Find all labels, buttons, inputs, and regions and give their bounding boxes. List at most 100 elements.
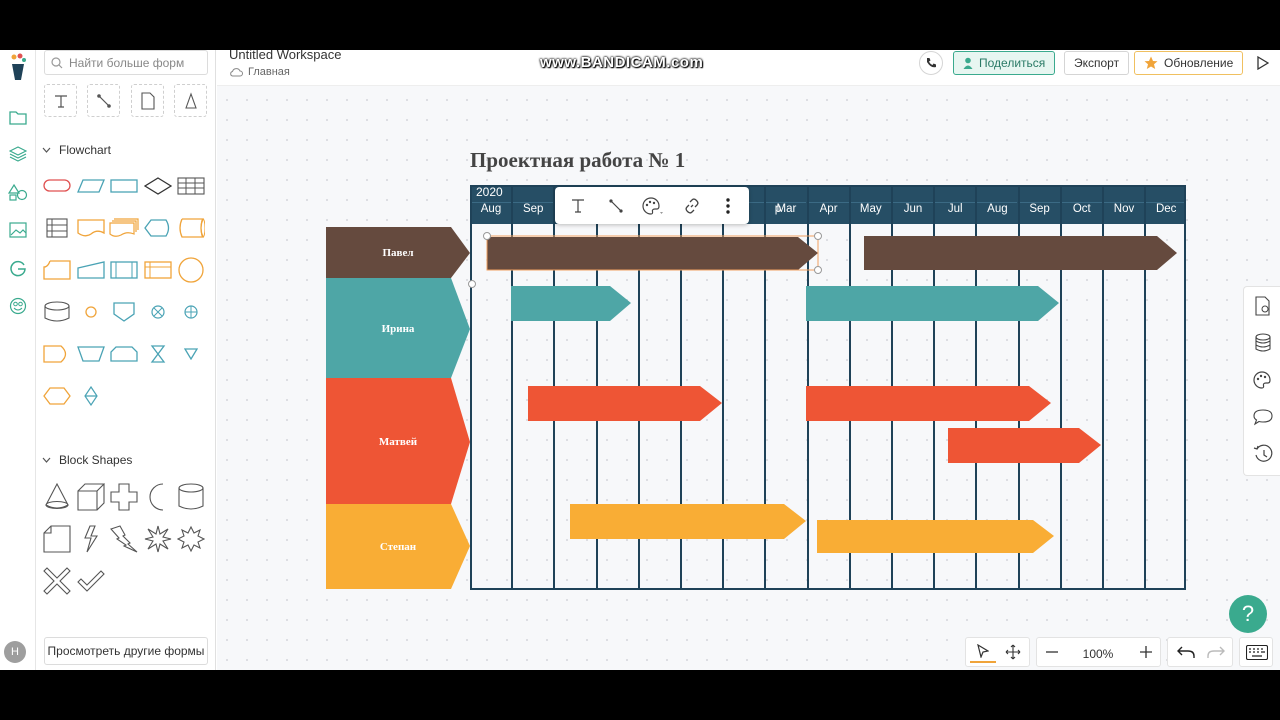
connector-circle-shape[interactable] xyxy=(176,257,206,283)
image-icon[interactable] xyxy=(5,217,31,243)
card-shape[interactable] xyxy=(42,258,72,282)
connector-icon xyxy=(96,93,111,108)
cylinder-shape[interactable] xyxy=(176,482,206,512)
google-icon[interactable] xyxy=(5,255,31,281)
page-settings-icon[interactable] xyxy=(1252,295,1274,317)
internal-storage-shape[interactable] xyxy=(42,216,72,240)
freehand-tool[interactable] xyxy=(174,84,207,117)
pan-mode-icon[interactable] xyxy=(1000,641,1026,663)
chevron-down-icon xyxy=(42,457,51,463)
diagram-title[interactable]: Проектная работа № 1 xyxy=(470,148,686,172)
internal-process-shape[interactable] xyxy=(143,258,173,282)
integration-icon[interactable] xyxy=(5,293,31,319)
search-input[interactable] xyxy=(69,55,199,70)
starburst-shape[interactable] xyxy=(176,524,206,554)
preparation-shape[interactable] xyxy=(42,384,72,408)
export-label: Экспорт xyxy=(1074,56,1120,70)
comment-icon[interactable] xyxy=(1252,406,1274,428)
small-circle-shape[interactable] xyxy=(76,300,106,324)
predefined-process-shape[interactable] xyxy=(109,258,139,282)
app-logo-icon[interactable] xyxy=(5,53,31,80)
zoom-in-icon[interactable] xyxy=(1137,643,1155,661)
layers-icon[interactable] xyxy=(5,141,31,167)
theme-icon[interactable] xyxy=(1252,369,1274,391)
zoom-out-icon[interactable] xyxy=(1043,643,1061,661)
breadcrumb[interactable]: Главная xyxy=(229,66,290,78)
text-icon xyxy=(54,94,67,108)
multi-document-shape[interactable] xyxy=(109,216,139,240)
merge-shape[interactable] xyxy=(176,342,206,366)
or-shape[interactable] xyxy=(176,300,206,324)
manual-operation-shape[interactable] xyxy=(76,342,106,366)
shapes-icon[interactable] xyxy=(5,179,31,205)
more-shapes-button[interactable]: Просмотреть другие формы xyxy=(44,637,208,665)
x-shape[interactable] xyxy=(42,566,72,596)
keyboard-button[interactable] xyxy=(1239,637,1273,667)
block-shapes-label: Block Shapes xyxy=(59,453,133,467)
shape-search[interactable] xyxy=(44,50,208,75)
top-bar: Untitled Workspace Главная www.BANDICAM.… xyxy=(217,50,1280,86)
shapes-panel: Flowchart Block Shapes xyxy=(36,50,216,670)
lightning-shape[interactable] xyxy=(76,524,106,554)
star-icon xyxy=(1144,56,1158,69)
canvas[interactable] xyxy=(217,50,1280,670)
history-icon[interactable] xyxy=(1252,443,1274,465)
folded-corner-shape[interactable] xyxy=(42,524,72,554)
more-options-icon[interactable] xyxy=(715,193,741,219)
checkmark-shape[interactable] xyxy=(76,566,106,596)
explosion-shape[interactable] xyxy=(143,524,173,554)
summing-junction-shape[interactable] xyxy=(143,300,173,324)
data-icon[interactable] xyxy=(1252,332,1274,354)
mode-controls xyxy=(965,637,1030,667)
export-button[interactable]: Экспорт xyxy=(1064,51,1130,75)
pen-icon xyxy=(184,91,197,109)
database-shape[interactable] xyxy=(42,300,72,324)
undo-icon[interactable] xyxy=(1174,642,1198,662)
link-icon[interactable] xyxy=(679,193,705,219)
folder-icon[interactable] xyxy=(5,104,31,130)
upgrade-label: Обновление xyxy=(1164,56,1234,70)
stored-data-shape[interactable] xyxy=(176,216,206,240)
phone-icon xyxy=(927,58,936,68)
redo-icon[interactable] xyxy=(1204,642,1228,662)
note-tool[interactable] xyxy=(131,84,164,117)
delay-shape[interactable] xyxy=(42,342,72,366)
display-shape[interactable] xyxy=(143,216,173,240)
loop-limit-shape[interactable] xyxy=(109,342,139,366)
cloud-icon xyxy=(230,68,243,77)
chevron-down-icon xyxy=(42,147,51,153)
line-icon[interactable] xyxy=(603,193,629,219)
terminator-shape[interactable] xyxy=(42,174,72,198)
avatar[interactable]: H xyxy=(4,641,26,663)
data-shape[interactable] xyxy=(76,174,106,198)
manual-input-shape[interactable] xyxy=(76,258,106,282)
process-shape[interactable] xyxy=(109,174,139,198)
cube-shape[interactable] xyxy=(76,482,106,512)
offpage-shape[interactable] xyxy=(109,300,139,324)
collate-shape[interactable] xyxy=(143,342,173,366)
decision-shape[interactable] xyxy=(143,174,173,198)
breadcrumb-label: Главная xyxy=(248,66,290,78)
text-tool[interactable] xyxy=(44,84,77,117)
present-button[interactable] xyxy=(1251,51,1275,75)
block-shapes-section-header[interactable]: Block Shapes xyxy=(42,453,132,467)
help-button[interactable]: ? xyxy=(1229,595,1267,633)
document-shape[interactable] xyxy=(76,216,106,240)
lightning-bolt-shape[interactable] xyxy=(109,524,139,554)
table-shape[interactable] xyxy=(176,174,206,198)
workspace-title[interactable]: Untitled Workspace xyxy=(229,50,342,62)
sort-shape[interactable] xyxy=(76,384,106,408)
palette-icon[interactable] xyxy=(640,193,666,219)
share-button[interactable]: Поделиться xyxy=(953,51,1056,75)
connector-tool[interactable] xyxy=(87,84,120,117)
flowchart-section-header[interactable]: Flowchart xyxy=(42,143,111,157)
cross-shape[interactable] xyxy=(109,482,139,512)
upgrade-button[interactable]: Обновление xyxy=(1134,51,1244,75)
call-button[interactable] xyxy=(919,51,943,75)
select-mode-icon[interactable] xyxy=(970,641,996,663)
question-icon: ? xyxy=(1241,601,1255,626)
keyboard-icon xyxy=(1245,644,1269,665)
text-icon[interactable] xyxy=(565,193,591,219)
moon-shape[interactable] xyxy=(143,482,173,512)
cone-shape[interactable] xyxy=(42,482,72,512)
